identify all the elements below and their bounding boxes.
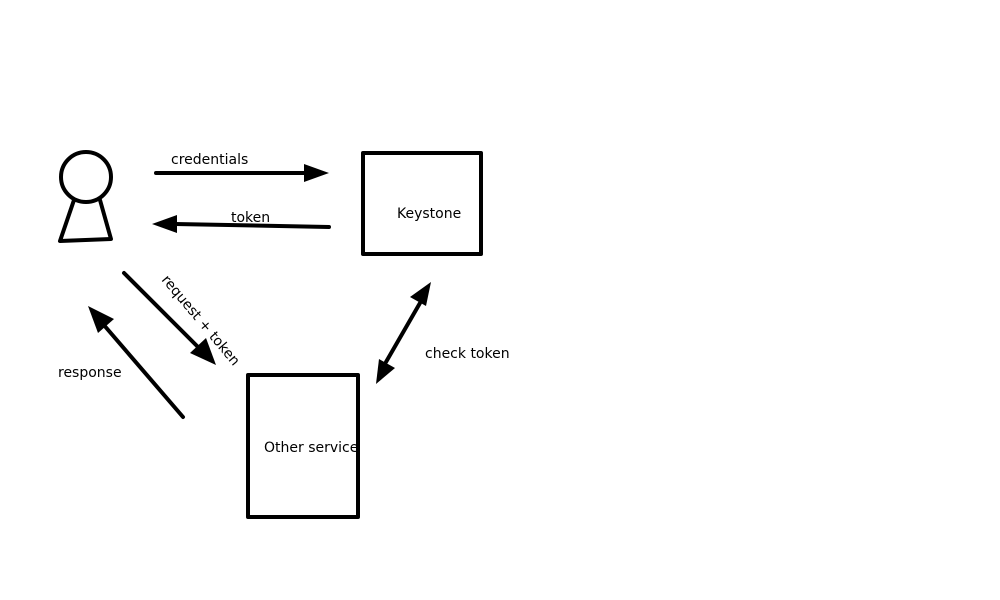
check-token-label: check token <box>425 346 510 362</box>
credentials-label: credentials <box>171 152 248 168</box>
user-icon <box>58 150 113 243</box>
check-token-arrow <box>376 282 431 384</box>
other-service-node: Other service <box>246 373 360 519</box>
response-arrow <box>88 306 185 419</box>
keystone-node: Keystone <box>361 151 483 256</box>
keystone-label: Keystone <box>397 206 461 222</box>
credentials-arrow <box>154 164 329 182</box>
token-arrow <box>152 215 331 233</box>
other-service-label: Other service <box>264 440 358 456</box>
token-label: token <box>231 210 270 226</box>
response-label: response <box>58 365 122 381</box>
request-token-arrow <box>122 271 216 365</box>
